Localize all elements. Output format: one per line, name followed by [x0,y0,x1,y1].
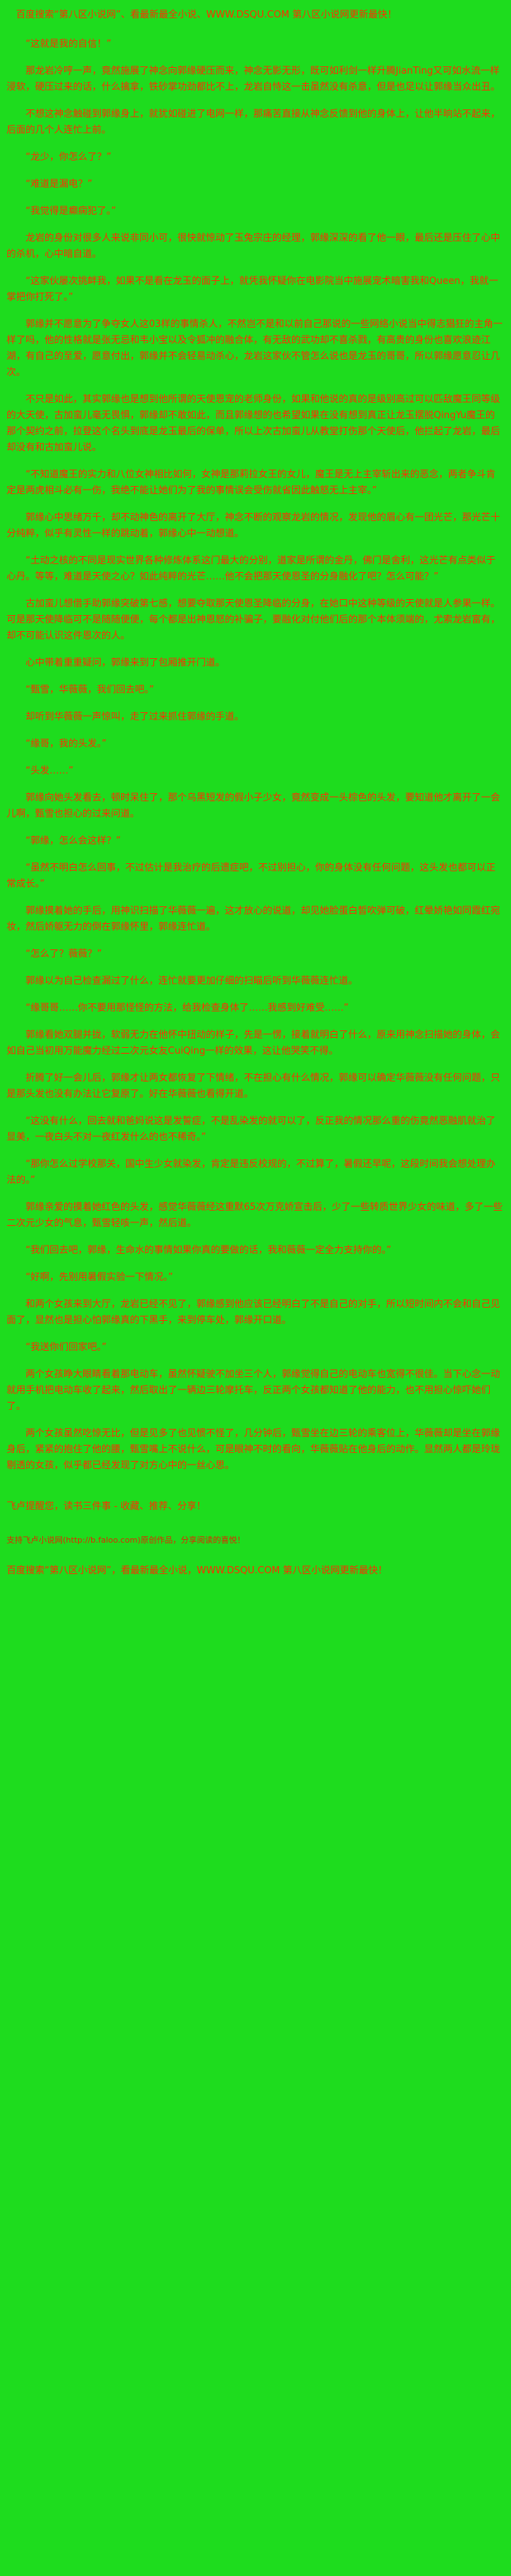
novel-paragraph: 心中带着重重疑问，郭缘来到了包厢推开门道。 [26,658,226,668]
novel-paragraph: “甄雪，华薇薇，我们回去吧。” [26,685,154,695]
novel-paragraph: “不知道魔王的实力和八位女神相比如何，女神是那莉拉女王的女儿，魔王是无上主宰斩出… [7,469,496,496]
novel-paragraph: 却听到华薇薇一声惊叫，走了过来抓住郭缘的手道。 [26,712,245,722]
novel-paragraph: “难道是漏电？” [26,179,93,190]
novel-paragraph: “头发……” [26,766,74,776]
novel-paragraph: “虽然不明白怎么回事，不过估计是我治疗的后遗症吧，不过别担心，你的身体没有任何问… [7,863,496,890]
novel-paragraph: 郭缘以为自己检查漏过了什么，连忙就要更加仔细的扫瞄后听到华薇薇连忙道。 [26,976,358,987]
novel-paragraph: 折腾了好一会儿后，郭缘才让两女都恢复了下情绪，不在担心有什么情况，郭缘可以确定华… [7,1073,501,1100]
novel-paragraph: 郭缘亲爱的摸着她红色的头发，感觉华薇薇经这重默65次万克娇宣击后，少了一些转质世… [7,1202,503,1229]
novel-paragraph: “好啊，先别用暑假实验一下情况。” [26,1272,173,1283]
novel-paragraph: 郭缘摸着她的手后，用神识扫描了华薇薇一遍，这才放心的说道，却见她脸蛋白皙吹弹可破… [7,906,501,933]
novel-paragraph: “我觉得是癫痫犯了。” [26,206,116,217]
novel-paragraph: 郭缘并不愿意为了争夺女人这03样的事情杀人，不然岂不是和以前自己那说的一些网络小… [7,319,503,378]
novel-paragraph: “郭缘，怎么会这样？” [26,836,121,847]
faloo-reminder-line: 飞卢提醒您，读书三件事 - 收藏、推荐、分享！ [7,1501,206,1512]
novel-paragraph: 那龙岩冷哼一声，竟然施展了神念向郭缘硬压而来，神念无影无形，既可如利剑一样升腾J… [7,66,501,93]
faloo-support-line: 支持飞卢小说网(http://b.faloo.com)原创作品，分享阅读的喜悦！ [7,1535,245,1545]
novel-paragraph: 两个女孩虽然吃惊无比，但是见多了也见惯不怪了，几分钟后，甄雪坐在边三轮的乘客位上… [7,1428,501,1471]
novel-paragraph: 不只是如此，其实郭缘也是想到他所谓的天使恩宠的老师身份，如果和他说的真的是级别高… [7,394,501,453]
novel-paragraph: 郭缘心中思绪万千，却不动神色的离开了大厅，神念不断的观察龙岩的情况，发现他的眉心… [7,512,501,539]
novel-paragraph: 郭缘看她双腿并拢，软弱无力在他怀中扭动的样子，先是一愣，接着就明白了什么，原来用… [7,1030,501,1057]
novel-paragraph: “龙少，你怎么了？” [26,152,112,163]
novel-paragraph: “我们回去吧，郭缘，生命水的事情如果你真的要做的话，我和薇薇一定全力支持你的。” [26,1245,391,1256]
novel-paragraph: “缘哥，我的头发。” [26,739,107,749]
novel-paragraph: “这就是我的自信！” [26,39,112,50]
novel-paragraph: 龙岩的身份对很多人来说非同小可，很快就惊动了玉兔宗庄的经理，郭缘深深的看了他一眼… [7,233,501,260]
novel-paragraph: 和两个女孩来到大厅，龙岩已经不见了，郭缘感到他应该已经明白了不是自己的对手，所以… [7,1299,501,1326]
novel-paragraph: “土动之核的不同是现实世界各种修炼体系这门最大的分别，道家是所谓的金丹，佛门是舍… [7,555,496,582]
novel-paragraph: “那你怎么过学校那关，国中生少女就染发，肯定是违反校规的，不过算了，暑假还早呢，… [7,1159,496,1186]
novel-paragraph: 郭缘向她头发看去，顿时呆住了，那个乌黑短发的假小子少女，竟然变成一头棕色的头发，… [7,793,501,820]
novel-paragraph: “缘哥哥……你不要用那怪怪的方法，给我检查身体了……我感到好难受……” [26,1003,349,1014]
novel-paragraph: “我送你们回家吧。” [26,1342,107,1353]
top-promo-line: 百度搜索“第八区小说网”、看最新最全小说、WWW.DSQU.COM 第八区小说网… [16,9,397,20]
novel-paragraph: 两个女孩睁大眼睛看着那电动车，虽然怀疑驶不加坐三个人，郭缘觉得自己的电动车也宽得… [7,1369,501,1412]
novel-paragraph: “怎么了？薇薇？” [26,949,102,960]
bottom-promo-line: 百度搜索“第八区小说网”，看最新最全小说，WWW.DSQU.COM 第八区小说网… [7,1565,388,1576]
novel-paragraph: 不想这神念触碰到郭缘身上，就犹如碰进了电网一样，那痛苦直接从神念反馈到他的身体上… [7,109,501,136]
novel-paragraph: 古加蛮儿想借手助郭缘突破第七感，想要夺取那天使恩圣降临的分身，在她口中这种等级的… [7,598,501,641]
novel-paragraph: “这没有什么，回去就和爸妈说这是发誓症，不是乱染发的就可以了，反正我的情况那么重… [7,1116,496,1143]
novel-paragraph: “这家伙屡次挑衅我，如果不是看在龙玉的面子上，就凭我怀疑你在电影院当中施展宠术暗… [7,276,499,303]
